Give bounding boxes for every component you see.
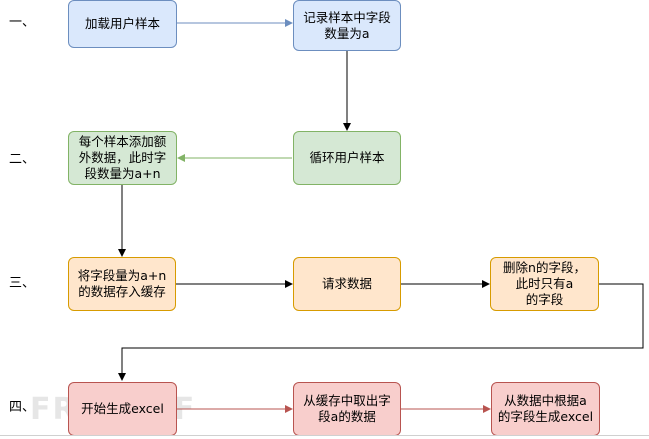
node-loop-samples: 循环用户样本 [293, 131, 401, 185]
node-generate-excel-label: 从数据中根据a 的字段生成excel [497, 393, 594, 424]
node-add-extra-data: 每个样本添加额 外数据，此时字 段数量为a+n [68, 131, 177, 185]
bottom-divider [0, 435, 649, 436]
step-label-3: 三、 [9, 276, 36, 291]
arrow-delete-to-excel [118, 283, 644, 381]
node-generate-excel: 从数据中根据a 的字段生成excel [491, 382, 600, 436]
node-delete-fields-label: 删除n的字段， 此时只有a 的字段 [503, 260, 586, 307]
node-request-data-label: 请求数据 [321, 276, 372, 291]
node-store-cache: 将字段量为a+n 的数据存入缓存 [68, 257, 176, 311]
step-label-1: 一、 [9, 15, 36, 30]
node-record-field-count-label: 记录样本中字段 数量为a [303, 9, 391, 41]
node-store-cache-label: 将字段量为a+n 的数据存入缓存 [77, 268, 167, 299]
node-load-samples: 加载用户样本 [68, 0, 177, 48]
node-load-samples-label: 加载用户样本 [84, 16, 160, 31]
node-fetch-from-cache: 从缓存中取出字 段a的数据 [293, 382, 401, 436]
node-add-extra-data-label: 每个样本添加额 外数据，此时字 段数量为a+n [78, 134, 167, 181]
step-label-4: 四、 [9, 400, 36, 415]
node-start-excel-label: 开始生成excel [81, 401, 164, 416]
node-request-data: 请求数据 [293, 257, 401, 311]
node-loop-samples-label: 循环用户样本 [309, 150, 385, 165]
node-delete-fields: 删除n的字段， 此时只有a 的字段 [490, 257, 599, 311]
node-fetch-from-cache-label: 从缓存中取出字 段a的数据 [303, 393, 391, 424]
node-start-excel: 开始生成excel [68, 382, 177, 436]
step-label-2: 二、 [9, 152, 36, 167]
node-record-field-count: 记录样本中字段 数量为a [293, 0, 401, 51]
